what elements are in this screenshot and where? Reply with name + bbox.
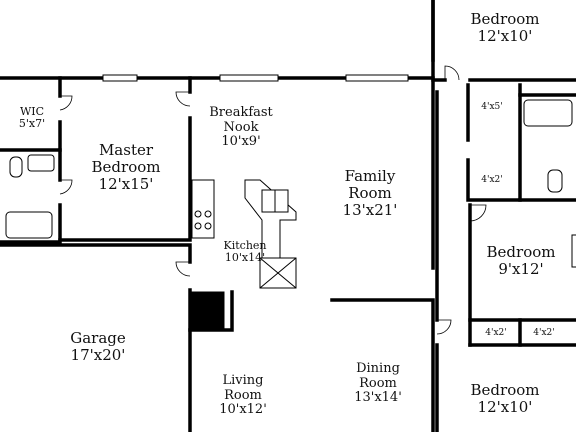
wic-walls (0, 76, 62, 152)
sink-left (27, 154, 55, 172)
room-label-closet-a: 4'x5' (481, 102, 502, 112)
room-dims: 10'x14' (224, 251, 266, 265)
room-label-closet-c: 4'x2' (485, 328, 506, 338)
door-bedroom-bottom (436, 319, 452, 335)
room-dims: 17'x20' (70, 345, 126, 364)
tub-right (523, 99, 573, 127)
door-master-bath (59, 179, 73, 195)
room-label-living: Living Room 10'x12' (219, 373, 267, 418)
exterior-wall-top (0, 0, 435, 80)
room-dims: 4'x2' (481, 175, 503, 185)
fixtures (5, 99, 573, 329)
window-nook (219, 74, 279, 82)
windows (102, 74, 576, 268)
room-dims: 12'x10' (477, 26, 533, 45)
garage-walls (0, 243, 192, 432)
room-dims: 12'x10' (477, 397, 533, 416)
room-dims: 4'x2' (485, 328, 507, 338)
room-name-2: Room (348, 183, 392, 202)
bath-right-walls (518, 93, 576, 202)
room-label-family: Family Room 13'x21' (343, 168, 398, 218)
room-name: Bedroom (486, 243, 556, 261)
room-name: Family (344, 167, 396, 185)
room-name: Master (98, 141, 154, 159)
room-name: Bedroom (470, 381, 540, 399)
room-name: Breakfast (209, 105, 273, 120)
room-name: Living (222, 373, 264, 388)
bedroom-mid-walls (468, 203, 576, 347)
hall-closets (466, 83, 522, 202)
room-label-bedroom-bottom: Bedroom 12'x10' (471, 382, 540, 416)
room-dims: 9'x12' (498, 259, 544, 278)
door-swings (59, 65, 487, 335)
room-dims: 10'x12' (219, 402, 267, 418)
door-bedroom-mid (469, 204, 487, 222)
room-name-2: Room (359, 375, 397, 391)
bath-left-walls (0, 148, 62, 244)
toilet-right (547, 169, 563, 193)
bedroom-top-walls (431, 0, 576, 82)
bottom-closets (468, 318, 522, 347)
room-dims: 10'x9' (221, 134, 261, 150)
room-label-master: Master Bedroom 12'x15' (92, 142, 161, 192)
door-nook (175, 91, 191, 107)
room-name-2: Bedroom (91, 157, 161, 176)
room-dims: 5'x7' (18, 117, 46, 131)
room-label-dining: Dining Room 13'x14' (354, 361, 402, 406)
fireplace (191, 291, 225, 329)
window-family (345, 74, 409, 82)
door-bedroom-top (444, 65, 460, 81)
door-garage (175, 261, 191, 277)
room-name: Bedroom (470, 10, 540, 28)
room-name: Dining (356, 361, 400, 376)
room-label-closet-b: 4'x2' (481, 175, 502, 185)
room-label-kitchen: Kitchen 10'x14' (223, 239, 267, 265)
room-label-bedroom-top: Bedroom 12'x10' (471, 11, 540, 45)
toilet-left (9, 156, 23, 178)
room-dims: 4'x2' (533, 328, 555, 338)
room-label-garage: Garage 17'x20' (70, 330, 126, 364)
room-name: Kitchen (223, 239, 267, 252)
room-dims: 13'x14' (354, 390, 402, 406)
room-label-bedroom-mid: Bedroom 9'x12' (487, 244, 556, 278)
room-name: WIC (19, 105, 45, 118)
window-master (102, 74, 138, 82)
kitchen-counter (191, 179, 215, 239)
window-bedroom-mid (571, 234, 576, 268)
room-dims: 12'x15' (98, 174, 154, 193)
master-walls (58, 76, 192, 242)
room-name-2: Nook (223, 119, 259, 135)
room-name-2: Room (224, 387, 262, 403)
room-dims: 13'x21' (342, 200, 398, 219)
room-label-nook: Breakfast Nook 10'x9' (209, 105, 273, 150)
room-name: Garage (70, 329, 126, 347)
room-label-closet-d: 4'x2' (533, 328, 554, 338)
room-label-wic: WIC 5'x7' (18, 105, 46, 131)
room-dims: 4'x5' (481, 102, 503, 112)
dining-walls (330, 298, 435, 432)
tub-left (5, 211, 53, 239)
kitchen-walls (188, 290, 234, 332)
door-wic (59, 95, 73, 111)
